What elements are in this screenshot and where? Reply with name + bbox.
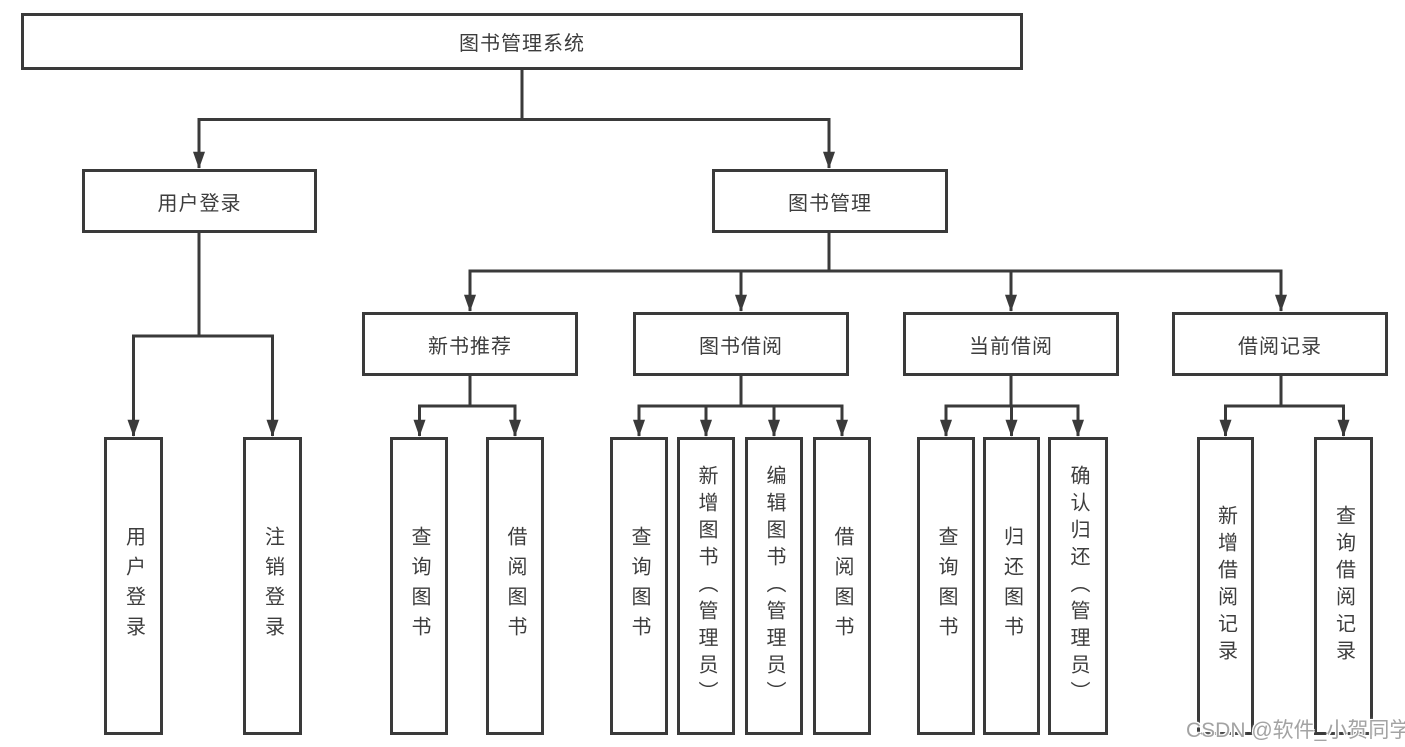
leaf-query-books-current: 查询图书	[917, 437, 975, 735]
leaf-label: 新增图书（管理员）	[695, 464, 717, 708]
leaf-label: 编辑图书（管理员）	[763, 464, 785, 708]
node-book-management: 图书管理	[712, 169, 948, 233]
leaf-query-books-recommend: 查询图书	[390, 437, 448, 735]
node-label: 图书借阅	[699, 335, 783, 358]
node-library-management-system: 图书管理系统	[21, 13, 1023, 70]
leaf-borrow-books-borrowing: 借阅图书	[813, 437, 871, 735]
node-new-book-recommend: 新书推荐	[362, 312, 578, 376]
leaf-label: 查询图书	[408, 526, 430, 646]
leaf-edit-books-admin: 编辑图书（管理员）	[745, 437, 803, 735]
leaf-add-books-admin: 新增图书（管理员）	[677, 437, 735, 735]
node-label: 借阅记录	[1238, 335, 1322, 358]
leaf-label: 查询借阅记录	[1332, 505, 1355, 667]
leaf-query-borrow-record: 查询借阅记录	[1314, 437, 1373, 735]
node-borrow-records: 借阅记录	[1172, 312, 1388, 376]
node-label: 图书管理	[788, 192, 872, 215]
leaf-label: 新增借阅记录	[1214, 505, 1237, 667]
leaf-return-books: 归还图书	[983, 437, 1040, 735]
node-book-borrowing: 图书借阅	[633, 312, 849, 376]
leaf-label: 查询图书	[628, 526, 650, 646]
leaf-label: 确认归还（管理员）	[1067, 464, 1089, 708]
leaf-add-borrow-record: 新增借阅记录	[1197, 437, 1254, 735]
leaf-label: 借阅图书	[831, 526, 853, 646]
leaf-query-books-borrowing: 查询图书	[610, 437, 668, 735]
leaf-label: 用户登录	[122, 526, 145, 646]
node-label: 当前借阅	[969, 335, 1053, 358]
node-label: 用户登录	[157, 192, 242, 215]
node-user-login: 用户登录	[82, 169, 317, 233]
node-label: 图书管理系统	[459, 33, 585, 55]
leaf-confirm-return-admin: 确认归还（管理员）	[1048, 437, 1108, 735]
leaf-label: 查询图书	[935, 526, 957, 646]
leaf-label: 注销登录	[261, 526, 284, 646]
csdn-watermark: CSDN @软件_小贺同学	[1186, 719, 1405, 742]
leaf-borrow-books-recommend: 借阅图书	[486, 437, 544, 735]
node-current-borrowing: 当前借阅	[903, 312, 1119, 376]
node-label: 新书推荐	[428, 335, 512, 358]
leaf-label: 归还图书	[1000, 526, 1023, 646]
leaf-label: 借阅图书	[504, 526, 526, 646]
leaf-logout-login: 注销登录	[243, 437, 302, 735]
leaf-user-login: 用户登录	[104, 437, 163, 735]
